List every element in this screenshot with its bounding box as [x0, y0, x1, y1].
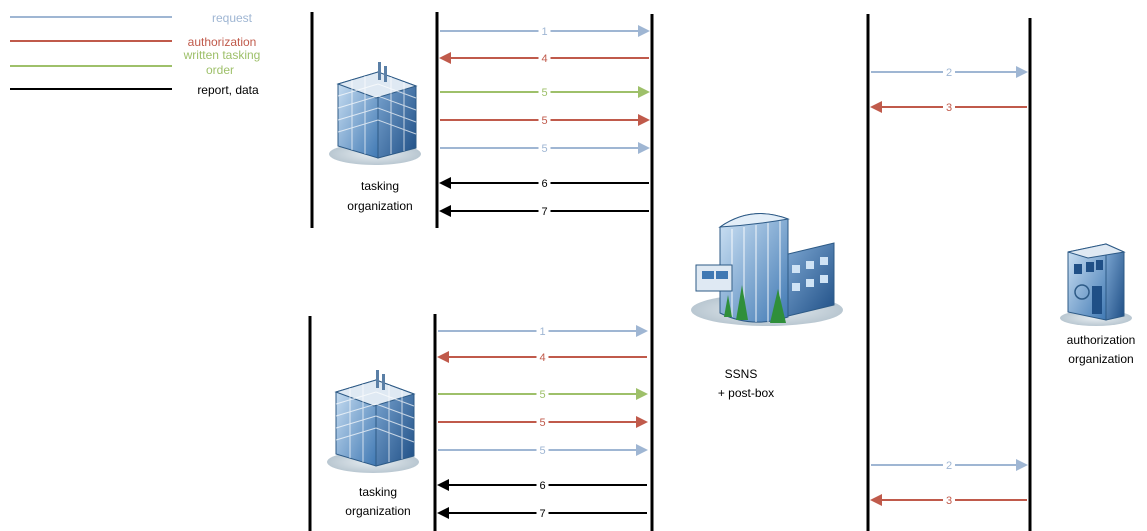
message-number: 7: [539, 508, 545, 520]
message-label-bg: [536, 506, 549, 520]
arrowhead-left-icon: [437, 351, 449, 363]
message-arrow-5-written-tasking: 5: [440, 85, 650, 99]
message-arrow-4-authorization: 4: [437, 350, 647, 364]
message-label-bg: [536, 324, 549, 338]
message-number: 6: [539, 480, 545, 492]
arrowhead-right-icon: [638, 86, 650, 98]
arrowhead-right-icon: [638, 25, 650, 37]
message-arrow-6-report-data: 6: [437, 478, 647, 492]
message-label-bg: [538, 204, 551, 218]
message-label-bg: [536, 443, 549, 457]
message-label-bg: [538, 176, 551, 190]
legend-label-report-data: report, data: [197, 83, 259, 97]
authorization-org-label-2: organization: [1068, 352, 1133, 366]
message-label-bg: [943, 493, 955, 507]
small-office-icon: [1060, 243, 1132, 326]
arrowhead-right-icon: [638, 114, 650, 126]
legend-label-request: request: [212, 11, 253, 25]
arrowhead-left-icon: [870, 101, 882, 113]
message-number: 1: [541, 26, 547, 38]
arrowhead-left-icon: [870, 494, 882, 506]
message-arrow-2-request: 2: [871, 65, 1028, 79]
ssns-label-1: SSNS: [725, 367, 758, 381]
message-label-bg: [538, 51, 551, 65]
tasking-org-bottom-label-2: organization: [345, 504, 410, 518]
message-number: 5: [539, 445, 545, 457]
message-arrow-1-request: 1: [438, 324, 648, 338]
arrowhead-right-icon: [1016, 66, 1028, 78]
arrowhead-right-icon: [638, 142, 650, 154]
arrowhead-right-icon: [636, 444, 648, 456]
tasking-org-top-label-2: organization: [347, 199, 412, 213]
message-number: 6: [541, 178, 547, 190]
arrowhead-left-icon: [437, 507, 449, 519]
arrowhead-right-icon: [1016, 459, 1028, 471]
legend-item-report-data: report, data: [10, 83, 259, 97]
message-number: 5: [539, 417, 545, 429]
message-number: 4: [539, 352, 545, 364]
authorization-org-label-1: authorization: [1067, 333, 1136, 347]
message-label-bg: [538, 113, 551, 127]
message-number: 7: [541, 206, 547, 218]
message-arrow-5-request: 5: [438, 443, 648, 457]
message-number: 3: [946, 102, 952, 114]
message-arrow-2-request: 2: [871, 458, 1028, 472]
message-label-bg: [943, 458, 955, 472]
legend-label-authorization: authorization: [188, 35, 257, 49]
message-number: 4: [541, 53, 547, 65]
arrowhead-right-icon: [636, 325, 648, 337]
message-arrow-5-written-tasking: 5: [438, 387, 648, 401]
message-arrow-3-authorization: 3: [870, 100, 1027, 114]
arrowhead-right-icon: [636, 388, 648, 400]
message-label-bg: [538, 85, 551, 99]
office-building-icon: [327, 370, 419, 473]
ssns-label-2: + post-box: [718, 386, 774, 400]
message-arrow-5-authorization: 5: [438, 415, 648, 429]
message-number: 5: [541, 143, 547, 155]
message-arrow-6-report-data: 6: [439, 176, 649, 190]
message-number: 3: [946, 495, 952, 507]
tasking-org-bottom-label-1: tasking: [359, 485, 397, 499]
message-label-bg: [536, 350, 549, 364]
server-building-icon: [691, 213, 843, 326]
message-arrow-7-report-data: 7: [439, 204, 649, 218]
arrowhead-left-icon: [439, 52, 451, 64]
arrowhead-left-icon: [437, 479, 449, 491]
legend-item-written-tasking: written tasking order: [10, 48, 260, 77]
message-label-bg: [538, 24, 551, 38]
legend-item-request: request: [10, 11, 253, 25]
arrowhead-left-icon: [439, 177, 451, 189]
message-label-bg: [536, 415, 549, 429]
message-arrow-3-authorization: 3: [870, 493, 1027, 507]
arrowhead-left-icon: [439, 205, 451, 217]
message-label-bg: [943, 100, 955, 114]
message-number: 5: [539, 389, 545, 401]
message-label-bg: [943, 65, 955, 79]
message-number: 2: [946, 67, 952, 79]
message-arrows: 1 4 5 5 5 6 7 1 4 5 5 5 6 7 2 3 2 3: [437, 24, 1028, 520]
message-label-bg: [536, 478, 549, 492]
message-arrow-1-request: 1: [440, 24, 650, 38]
message-label-bg: [538, 141, 551, 155]
message-arrow-4-authorization: 4: [439, 51, 649, 65]
arrowhead-right-icon: [636, 416, 648, 428]
tasking-org-top-label-1: tasking: [361, 179, 399, 193]
lifelines: [308, 12, 1032, 531]
legend-label-written-tasking: written tasking: [183, 48, 261, 62]
legend-item-authorization: authorization: [10, 35, 256, 49]
message-number: 5: [541, 87, 547, 99]
legend-label-order: order: [206, 63, 234, 77]
message-arrow-5-authorization: 5: [440, 113, 650, 127]
office-building-icon: [329, 62, 421, 165]
message-label-bg: [536, 387, 549, 401]
message-number: 2: [946, 460, 952, 472]
message-arrow-7-report-data: 7: [437, 506, 647, 520]
legend: request authorization written tasking or…: [10, 11, 260, 97]
message-number: 5: [541, 115, 547, 127]
message-number: 1: [539, 326, 545, 338]
message-arrow-5-request: 5: [440, 141, 650, 155]
